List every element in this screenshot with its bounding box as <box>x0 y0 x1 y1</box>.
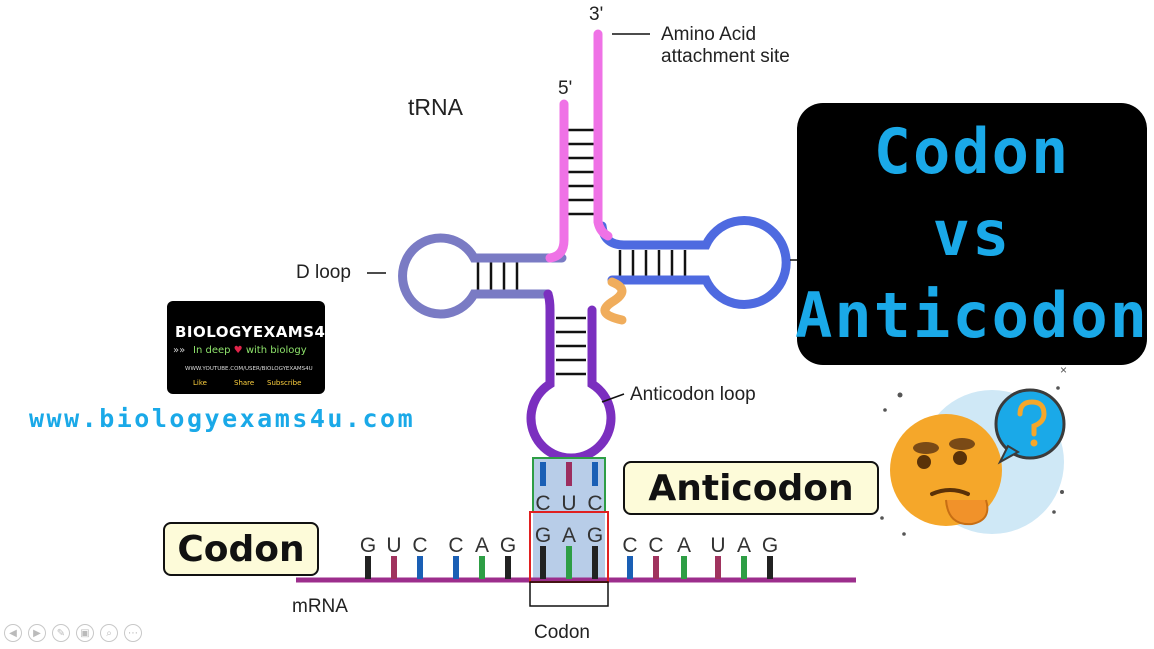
heart-icon: ♥ <box>233 345 243 356</box>
website-url: www.biologyexams4u.com <box>29 404 416 433</box>
logo-share: Share <box>234 379 255 387</box>
mrna-base: A <box>737 534 751 557</box>
mrna-base: A <box>475 534 489 557</box>
thinking-emoji-icon <box>890 388 1066 534</box>
base-pair-rungs <box>476 128 687 376</box>
prev-icon[interactable]: ◀ <box>4 624 22 642</box>
trna-label: tRNA <box>408 94 463 120</box>
amino-acid-line2: attachment site <box>661 46 790 67</box>
logo-url: WWW.YOUTUBE.COM/USER/BIOLOGYEXAMS4U <box>185 366 313 372</box>
mrna-base: C <box>412 534 427 557</box>
mrna-base: U <box>710 534 725 557</box>
codon-base: G <box>587 524 603 547</box>
title-box: Codon vs Anticodon <box>795 103 1149 365</box>
mrna-base: C <box>448 534 463 557</box>
title-vs: vs <box>932 197 1012 270</box>
codon-bottom-label: Codon <box>534 622 590 643</box>
mrna-label: mRNA <box>292 596 348 617</box>
sparkle-x-icon: × <box>1060 363 1067 377</box>
anticodon-loop-label: Anticodon loop <box>630 384 756 405</box>
codon-base: A <box>562 524 576 547</box>
leader-lines <box>367 33 798 403</box>
anticodon-base: U <box>561 492 576 515</box>
t-arm <box>597 216 791 309</box>
slide-controls: ◀ ▶ ✎ ▣ ⌕ ⋯ <box>4 624 142 642</box>
logo-brand: BIOLOGYEXAMS4U <box>175 323 325 341</box>
amino-acid-line1: Amino Acid <box>661 24 757 45</box>
d-arm <box>398 233 567 319</box>
arrows-icon: »» <box>173 345 186 356</box>
title-codon: Codon <box>873 115 1071 188</box>
anticodon-bars <box>540 462 598 486</box>
logo-like: Like <box>193 379 207 387</box>
acceptor-stem <box>545 29 613 263</box>
logo-tagline-post: with biology <box>245 345 307 356</box>
mrna-bars <box>365 546 773 579</box>
mrna-base: U <box>386 534 401 557</box>
mrna-base: C <box>648 534 663 557</box>
amino-acid-label: Amino Acid attachment site <box>661 24 790 68</box>
anticodon-base: C <box>587 492 602 515</box>
codon-tag: Codon <box>163 522 319 576</box>
variable-loop <box>600 277 627 325</box>
mrna-base: G <box>360 534 376 557</box>
slides-icon[interactable]: ▣ <box>76 624 94 642</box>
codon-bracket <box>529 581 609 607</box>
pen-icon[interactable]: ✎ <box>52 624 70 642</box>
logo-subscribe: Subscribe <box>267 379 302 387</box>
anticodon-arm <box>526 289 616 463</box>
mrna-base: G <box>500 534 516 557</box>
anticodon-base: C <box>535 492 550 515</box>
three-prime-label: 3' <box>589 4 604 25</box>
d-loop-label: D loop <box>296 262 351 283</box>
mrna-base: G <box>762 534 778 557</box>
title-anticodon: Anticodon <box>795 279 1149 352</box>
logo-tagline-pre: In deep <box>193 345 231 356</box>
next-icon[interactable]: ▶ <box>28 624 46 642</box>
five-prime-label: 5' <box>558 78 573 99</box>
anticodon-tag: Anticodon <box>623 461 879 515</box>
more-icon[interactable]: ⋯ <box>124 624 142 642</box>
sparkle-dots <box>880 386 1064 536</box>
mrna-base: C <box>622 534 637 557</box>
channel-logo: BIOLOGYEXAMS4U In deep ♥ with biology »»… <box>167 301 325 394</box>
logo-tagline: In deep ♥ with biology <box>193 345 307 356</box>
mrna-base: A <box>677 534 691 557</box>
codon-base: G <box>535 524 551 547</box>
zoom-icon[interactable]: ⌕ <box>100 624 118 642</box>
